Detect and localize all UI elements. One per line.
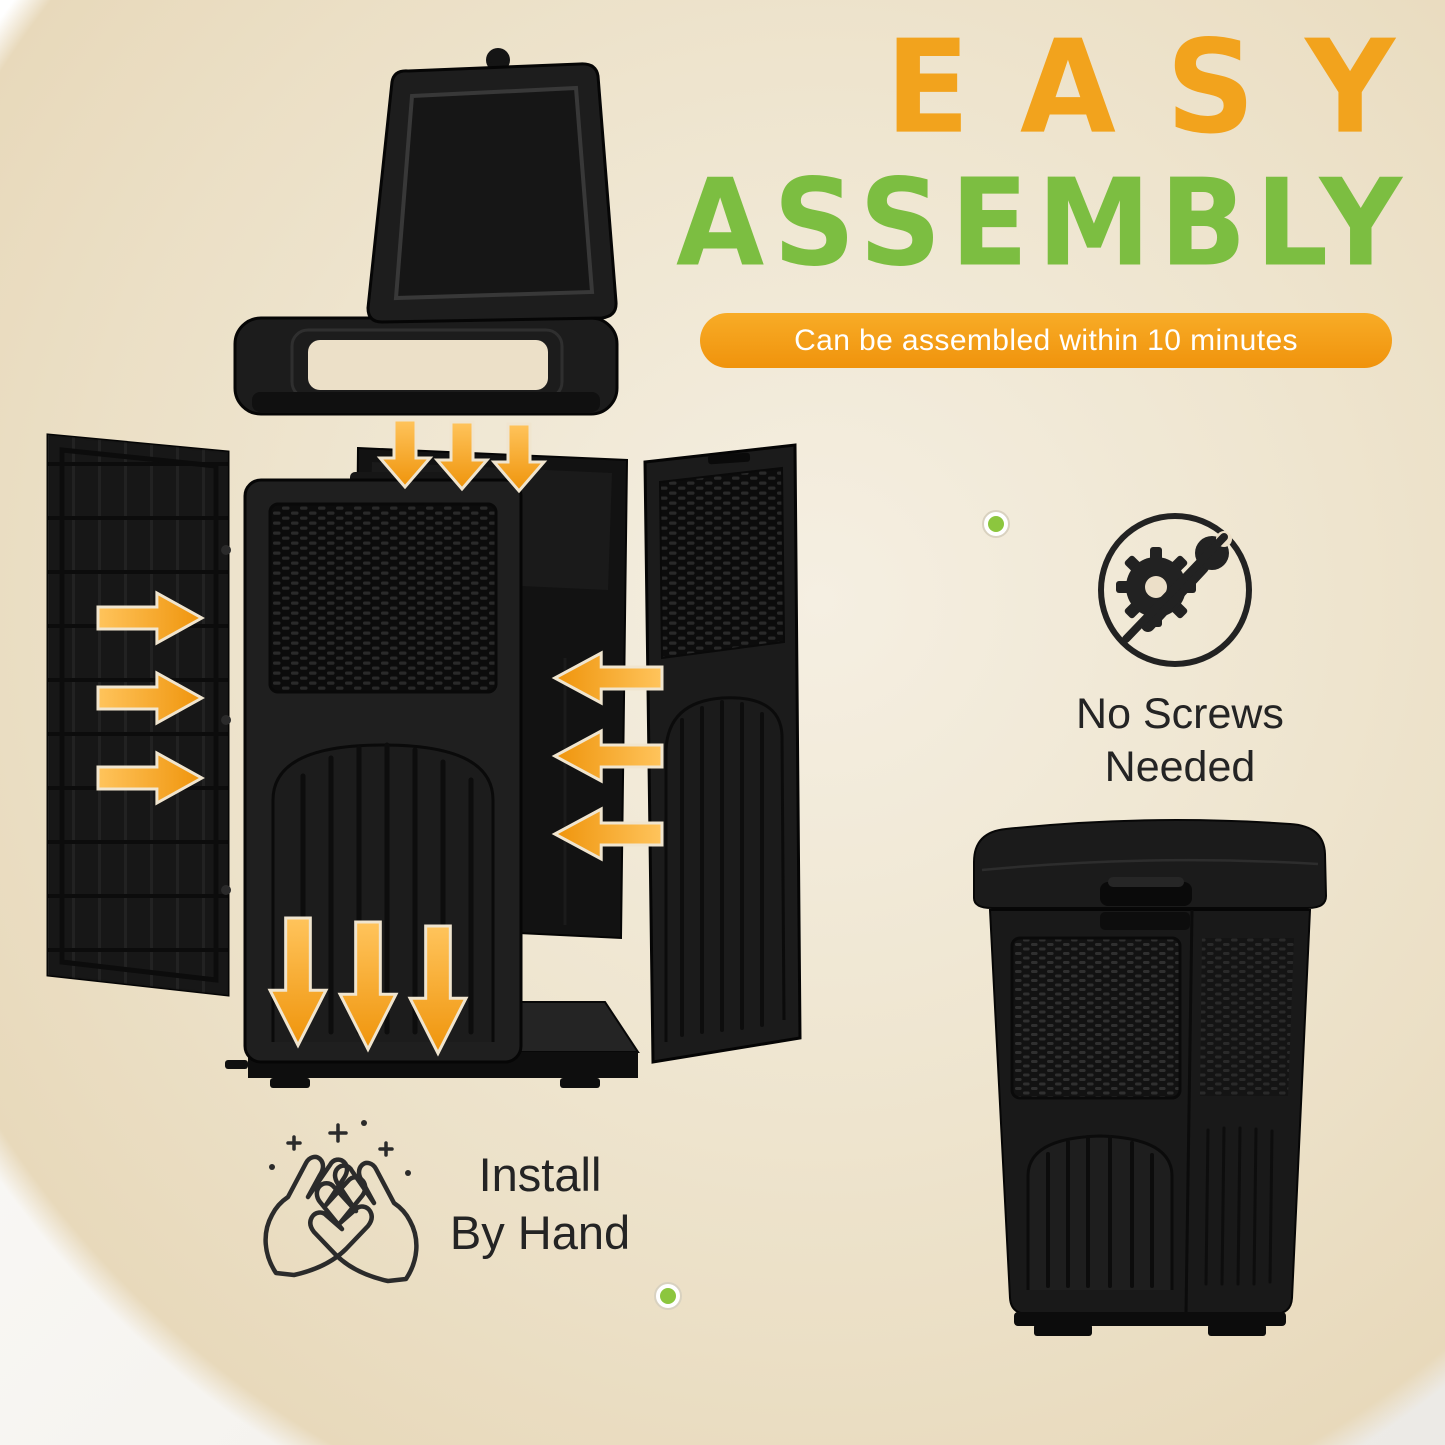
exploded-lid-frame [233, 310, 619, 416]
install-by-hand-label-line1: Install [478, 1148, 602, 1201]
no-screws-label-line2: Needed [1104, 743, 1256, 791]
exploded-right-panel [643, 443, 802, 1064]
assembly-time-banner-label: Can be assembled within 10 minutes [794, 323, 1298, 357]
no-screws-label-line1: No Screws [1076, 690, 1284, 738]
headline: EASY ASSEMBLY [625, 24, 1405, 283]
headline-assembly: ASSEMBLY [676, 151, 1411, 293]
no-screws-icon [1098, 513, 1252, 667]
product-base [1014, 1312, 1286, 1336]
product-body [988, 909, 1312, 1315]
sparkles-icon [286, 1123, 394, 1157]
install-by-hand-label-line2: By Hand [449, 1206, 631, 1259]
prohibition-slash-icon [1122, 533, 1228, 643]
product-lid [973, 819, 1328, 909]
green-dot-marker [654, 1282, 682, 1310]
assembled-trash-can [973, 819, 1328, 1336]
install-by-hand-label: Install By Hand [410, 1146, 670, 1262]
no-screws-label: No Screws Needed [1015, 688, 1345, 794]
headline-easy: EASY [885, 13, 1445, 163]
sparkle-dots-icon [269, 1120, 411, 1176]
exploded-assembly-diagram [46, 48, 802, 1088]
exploded-left-panel [46, 433, 231, 997]
exploded-lid [366, 48, 618, 324]
clapping-hands-icon [238, 1120, 438, 1285]
green-dot-marker [982, 510, 1010, 538]
assembly-time-banner: Can be assembled within 10 minutes [700, 313, 1392, 368]
